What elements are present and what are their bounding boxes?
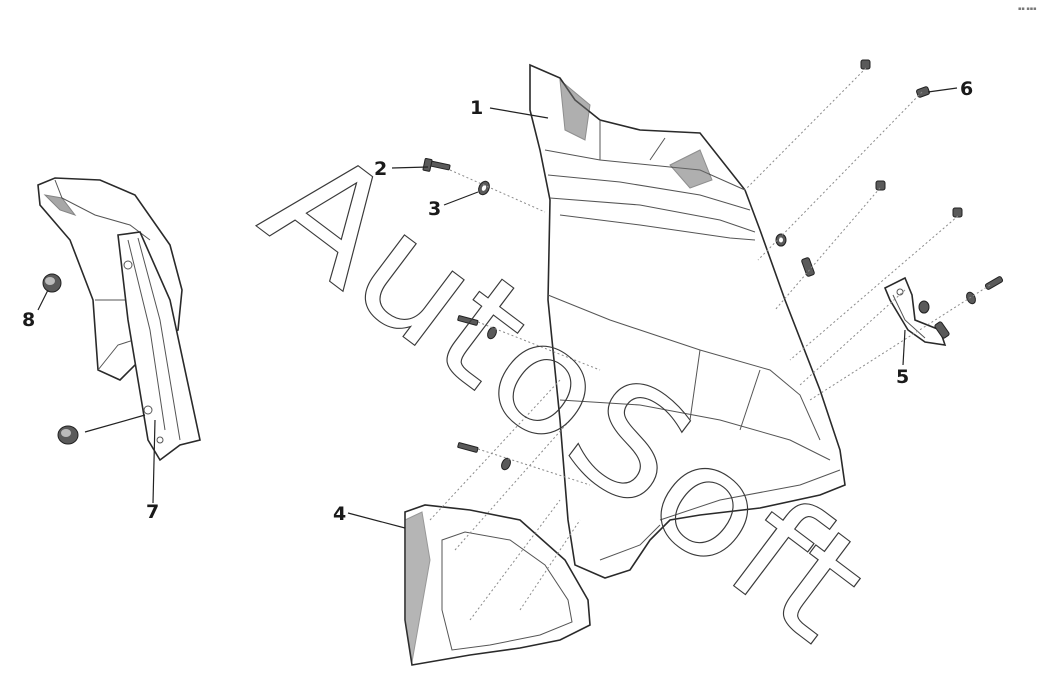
screw-mid-left (457, 315, 497, 340)
part-5-bracket (883, 276, 947, 346)
callout-7: 7 (146, 501, 159, 523)
part-7-bracket (37, 177, 201, 462)
callout-4: 4 (333, 503, 346, 525)
leader-lines (37, 87, 958, 529)
callout-3: 3 (428, 198, 441, 220)
part-8-clip-upper (42, 273, 62, 293)
callout-6: 6 (960, 78, 973, 100)
washer-right-a (775, 233, 787, 247)
part-8-clip-lower (57, 425, 79, 445)
part-6-screw-b (916, 86, 930, 98)
callout-2: 2 (374, 158, 387, 180)
part-6-screw-a (860, 59, 871, 70)
washer-right-c (918, 300, 930, 314)
part-6-screw-d (952, 207, 963, 218)
corner-mark: ▪▪ ▪▪▪ (1018, 6, 1037, 12)
screw-right-a (801, 257, 815, 277)
part-2-screw (422, 157, 451, 172)
part-3-washer (478, 180, 490, 196)
part-1-main-panel (529, 63, 846, 579)
part-4-bezel (404, 504, 591, 666)
washer-right-b (966, 291, 976, 305)
assembly-lines (429, 67, 991, 621)
callout-8: 8 (22, 309, 35, 331)
callout-5: 5 (896, 366, 909, 388)
part-6-screw-c (875, 180, 886, 191)
callout-1: 1 (470, 97, 483, 119)
screw-right-b (984, 276, 1004, 290)
screw-right-c (934, 321, 950, 339)
